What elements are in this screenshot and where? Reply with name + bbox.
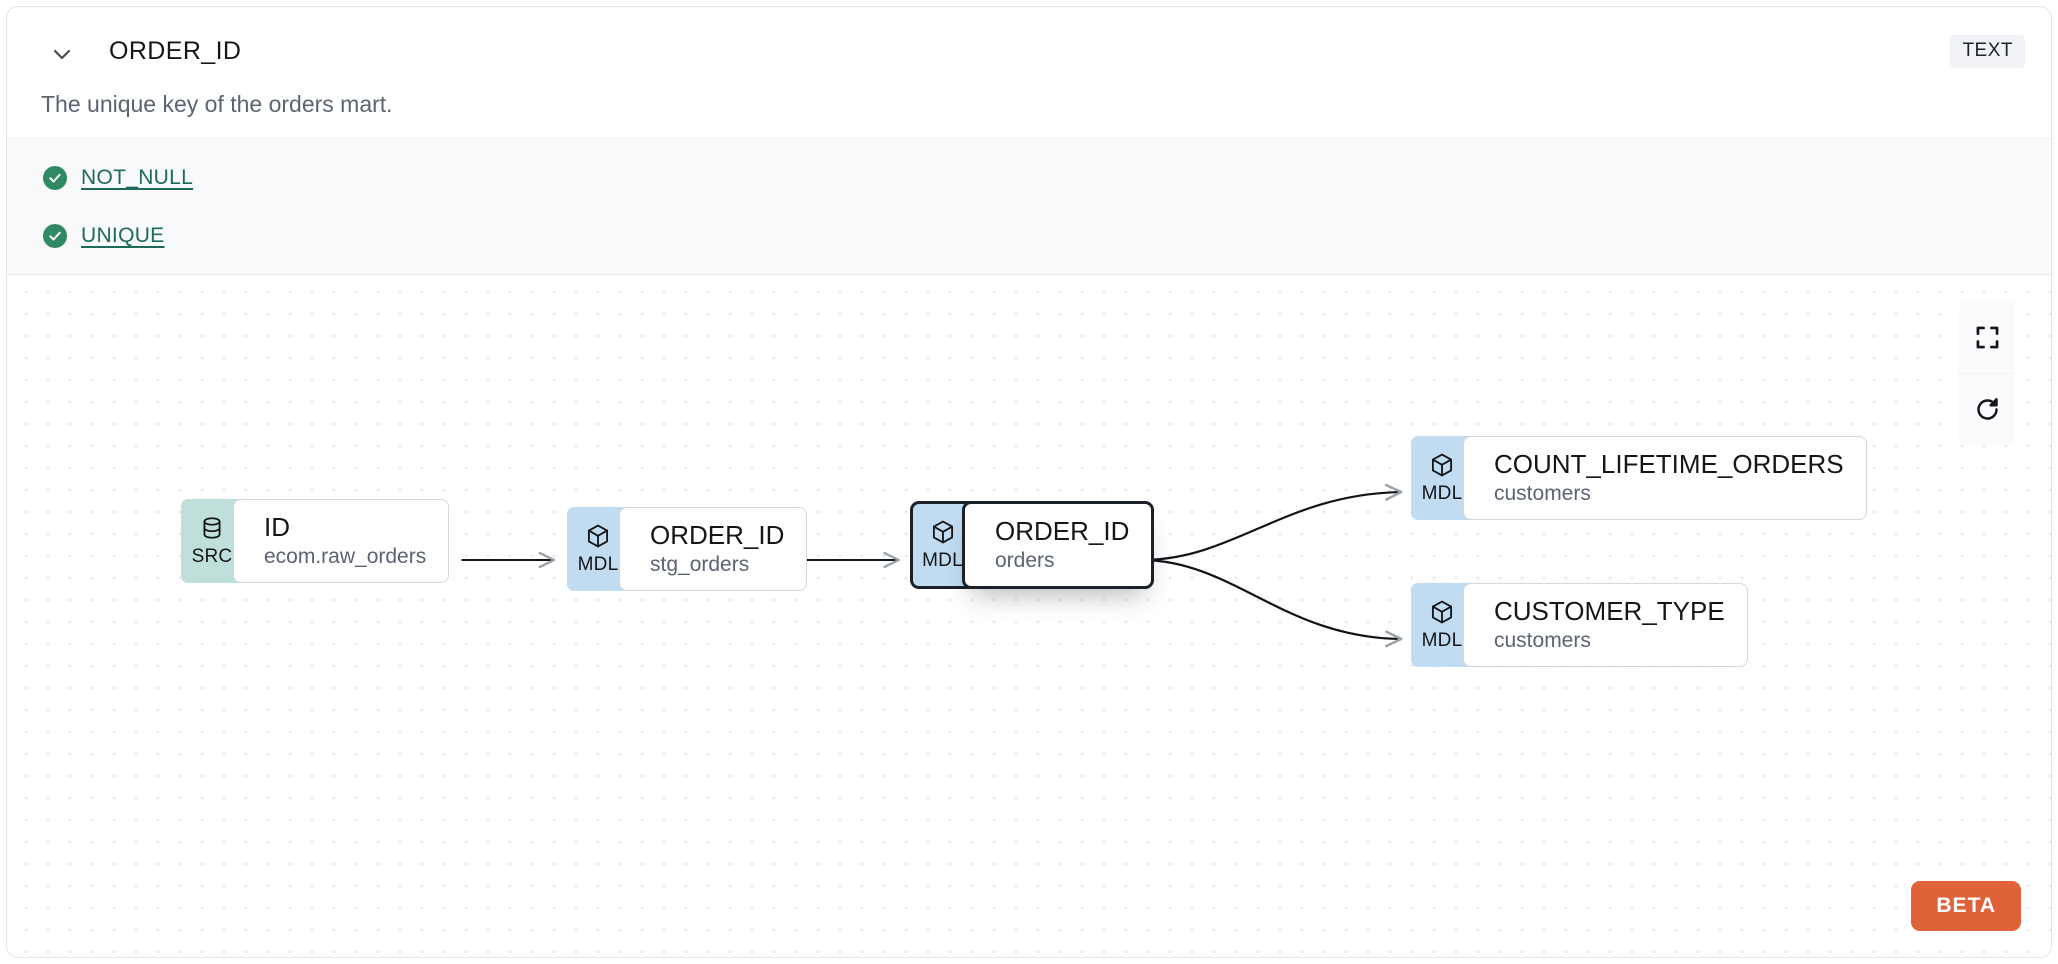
node-body: CUSTOMER_TYPE customers — [1463, 583, 1748, 668]
node-name: ORDER_ID — [650, 520, 785, 550]
test-link-not-null[interactable]: NOT_NULL — [81, 166, 194, 189]
node-body: ID ecom.raw_orders — [233, 499, 450, 584]
source-badge: SRC — [181, 499, 243, 584]
model-badge: MDL — [567, 507, 629, 592]
check-circle-icon — [43, 224, 67, 248]
node-resource: orders — [995, 549, 1055, 573]
beta-badge[interactable]: BETA — [1911, 881, 2021, 931]
page-title: ORDER_ID — [109, 37, 242, 65]
lineage-canvas[interactable]: SRC ID ecom.raw_orders MDL — [7, 275, 2051, 957]
data-type-badge: TEXT — [1950, 35, 2025, 68]
node-resource: customers — [1494, 482, 1591, 506]
test-row: NOT_NULL — [43, 164, 193, 192]
model-badge: MDL — [1411, 583, 1473, 668]
badge-label: MDL — [577, 553, 619, 575]
lineage-node-stg-orders[interactable]: MDL ORDER_ID stg_orders — [567, 507, 808, 592]
cube-icon — [1429, 452, 1455, 483]
model-badge: MDL — [1411, 436, 1473, 521]
node-resource: stg_orders — [650, 553, 750, 577]
node-name: COUNT_LIFETIME_ORDERS — [1494, 449, 1844, 479]
badge-label: MDL — [922, 549, 963, 571]
chevron-down-icon[interactable] — [49, 41, 75, 67]
node-name: CUSTOMER_TYPE — [1494, 596, 1725, 626]
node-body: ORDER_ID orders — [962, 501, 1155, 590]
column-description: The unique key of the orders mart. — [41, 91, 393, 117]
refresh-button[interactable] — [1959, 373, 2015, 445]
card-header: ORDER_ID TEXT The unique key of the orde… — [7, 7, 2051, 117]
fit-view-button[interactable] — [1959, 301, 2015, 373]
node-resource: customers — [1494, 629, 1591, 653]
test-link-unique[interactable]: UNIQUE — [81, 224, 165, 247]
test-row: UNIQUE — [43, 222, 164, 250]
node-body: COUNT_LIFETIME_ORDERS customers — [1463, 436, 1867, 521]
cube-icon — [585, 523, 611, 554]
model-badge: MDL — [910, 501, 972, 590]
refresh-icon — [1974, 396, 2001, 423]
database-icon — [199, 515, 225, 546]
canvas-controls — [1959, 301, 2015, 445]
column-detail-card: ORDER_ID TEXT The unique key of the orde… — [6, 6, 2052, 958]
lineage-node-customer-type[interactable]: MDL CUSTOMER_TYPE customers — [1411, 583, 1748, 668]
fit-screen-icon — [1974, 324, 2001, 351]
badge-label: SRC — [191, 545, 233, 567]
node-name: ID — [264, 512, 290, 542]
node-resource: ecom.raw_orders — [264, 545, 427, 569]
check-circle-icon — [43, 166, 67, 190]
node-body: ORDER_ID stg_orders — [619, 507, 808, 592]
tests-section: NOT_NULL UNIQUE — [7, 138, 2051, 275]
badge-label: MDL — [1421, 482, 1463, 504]
badge-label: MDL — [1421, 629, 1463, 651]
lineage-node-orders-selected[interactable]: MDL ORDER_ID orders — [910, 501, 1155, 590]
node-name: ORDER_ID — [995, 516, 1130, 546]
lineage-node-count-lifetime-orders[interactable]: MDL COUNT_LIFETIME_ORDERS customers — [1411, 436, 1867, 521]
lineage-edges — [461, 483, 1403, 648]
lineage-node-src[interactable]: SRC ID ecom.raw_orders — [181, 499, 450, 584]
cube-icon — [1429, 599, 1455, 630]
cube-icon — [930, 519, 956, 550]
